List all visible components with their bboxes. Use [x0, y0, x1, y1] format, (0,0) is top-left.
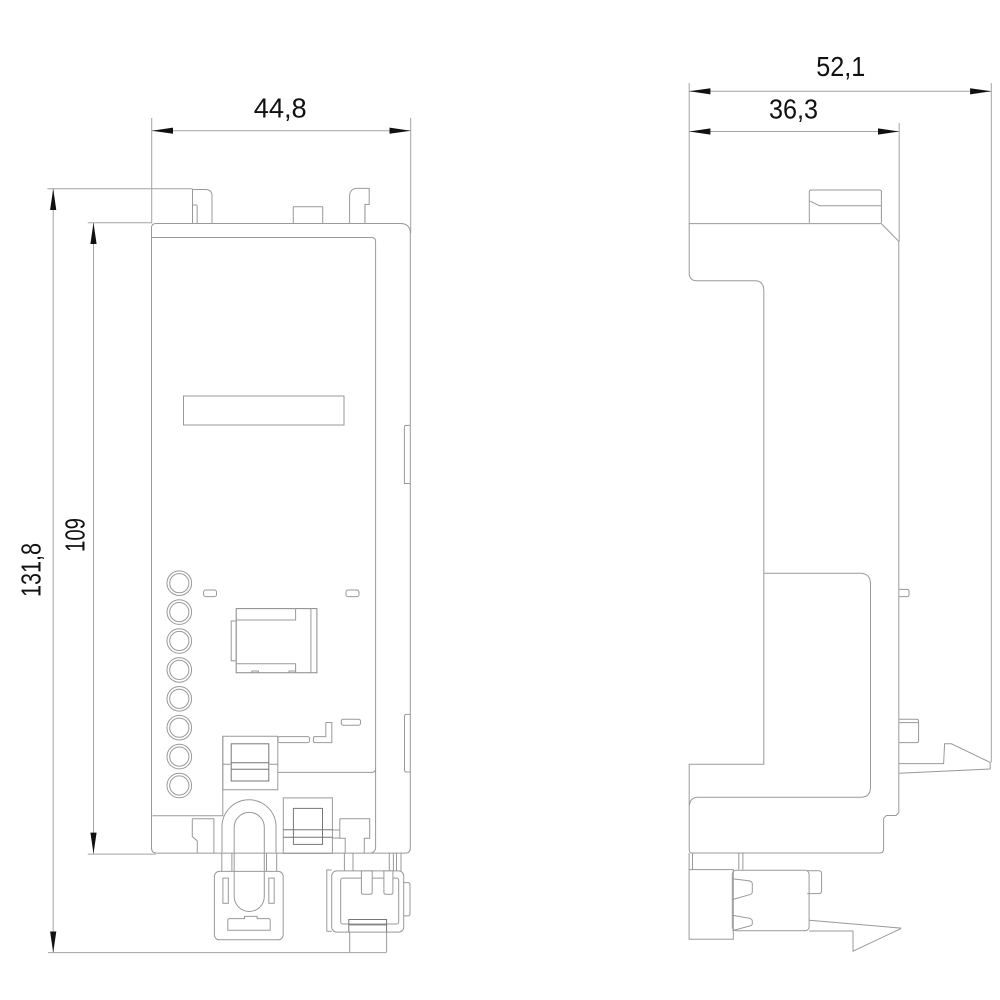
svg-text:44,8: 44,8: [254, 93, 307, 124]
svg-text:52,1: 52,1: [816, 51, 865, 82]
svg-text:36,3: 36,3: [769, 93, 818, 124]
svg-text:109: 109: [60, 518, 91, 552]
svg-text:131,8: 131,8: [16, 543, 47, 597]
